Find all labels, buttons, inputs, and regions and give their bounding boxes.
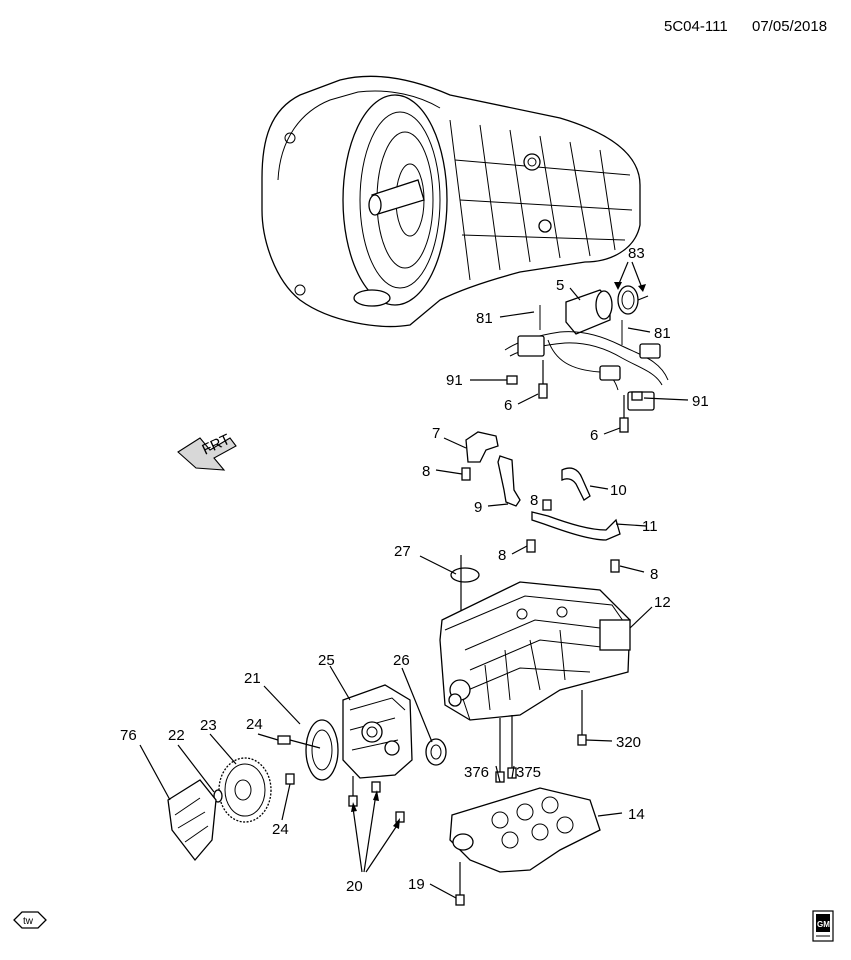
front-direction-arrow-icon: FRT: [177, 431, 237, 471]
callout-320: 320: [616, 734, 641, 751]
callout-14: 14: [628, 806, 645, 823]
bolt-19: [455, 862, 465, 906]
clip-91: [631, 391, 643, 401]
callout-22: 22: [168, 727, 185, 744]
callout-375: 375: [516, 764, 541, 781]
callout-6: 6: [504, 397, 512, 414]
bolt-24: [285, 773, 295, 785]
leader-arrowheads: [351, 282, 646, 829]
bolt-8: [610, 559, 620, 573]
connector-seal-83: [617, 285, 649, 315]
gm-logo-icon: GM: [812, 910, 834, 942]
pump-assembly-25: [342, 684, 413, 779]
bolt-20: [395, 811, 405, 823]
clip-91: [506, 375, 518, 385]
leader-lines: [139, 261, 689, 899]
shield-76: [167, 779, 217, 862]
pipe-10: [561, 467, 591, 501]
bracket-7: [465, 431, 499, 463]
callout-9: 9: [474, 499, 482, 516]
seal-26: [425, 738, 447, 766]
bolt-6: [619, 395, 629, 433]
callout-376: 376: [464, 764, 489, 781]
callout-12: 12: [654, 594, 671, 611]
callout-24: 24: [246, 716, 263, 733]
bolt-20: [348, 776, 358, 807]
bolt-8: [526, 539, 536, 553]
callout-11: 11: [642, 518, 658, 535]
callout-91: 91: [692, 393, 709, 410]
callout-7: 7: [432, 425, 440, 442]
callout-81: 81: [476, 310, 493, 327]
bolt-20: [371, 781, 381, 793]
callout-25: 25: [318, 652, 335, 669]
callout-8: 8: [498, 547, 506, 564]
diagram-date: 07/05/2018: [752, 18, 827, 35]
callout-5: 5: [556, 277, 564, 294]
callout-10: 10: [610, 482, 627, 499]
wiring-harness: [504, 305, 669, 411]
callout-23: 23: [200, 717, 217, 734]
diagram-code: 5C04-111: [664, 18, 728, 35]
bolt-6: [538, 360, 548, 399]
bolt-8: [461, 467, 471, 481]
callout-8: 8: [422, 463, 430, 480]
callout-20: 20: [346, 878, 363, 895]
sprocket-23: [218, 757, 272, 823]
bolt-8: [542, 499, 552, 511]
pump-cover-21: [305, 719, 339, 781]
callout-76: 76: [120, 727, 137, 744]
callout-8: 8: [530, 492, 538, 509]
callout-21: 21: [244, 670, 261, 687]
valve-body-12: [439, 581, 631, 721]
callout-8: 8: [650, 566, 658, 583]
transmission-case: [261, 75, 641, 328]
callout-26: 26: [393, 652, 410, 669]
pipe-11: [531, 511, 621, 541]
callout-81: 81: [654, 325, 671, 342]
bolt-320: [577, 690, 587, 746]
harness-connector-5: [565, 289, 613, 335]
gm-label: GM: [817, 920, 830, 929]
clip-27: [450, 555, 480, 612]
callout-27: 27: [394, 543, 411, 560]
callout-6: 6: [590, 427, 598, 444]
pipe-9: [497, 455, 521, 507]
tw-emission-icon: tw: [13, 911, 47, 929]
callout-19: 19: [408, 876, 425, 893]
callout-24: 24: [272, 821, 289, 838]
callout-labels: 83 5 81 81 91 91 6 6 7 8 9 8 10 11 8 8 2…: [120, 245, 709, 895]
tw-label: tw: [23, 916, 34, 927]
bolt-375: [507, 715, 517, 779]
callout-91: 91: [446, 372, 463, 389]
callout-83: 83: [628, 245, 645, 262]
oil-filter-14: [449, 787, 601, 873]
